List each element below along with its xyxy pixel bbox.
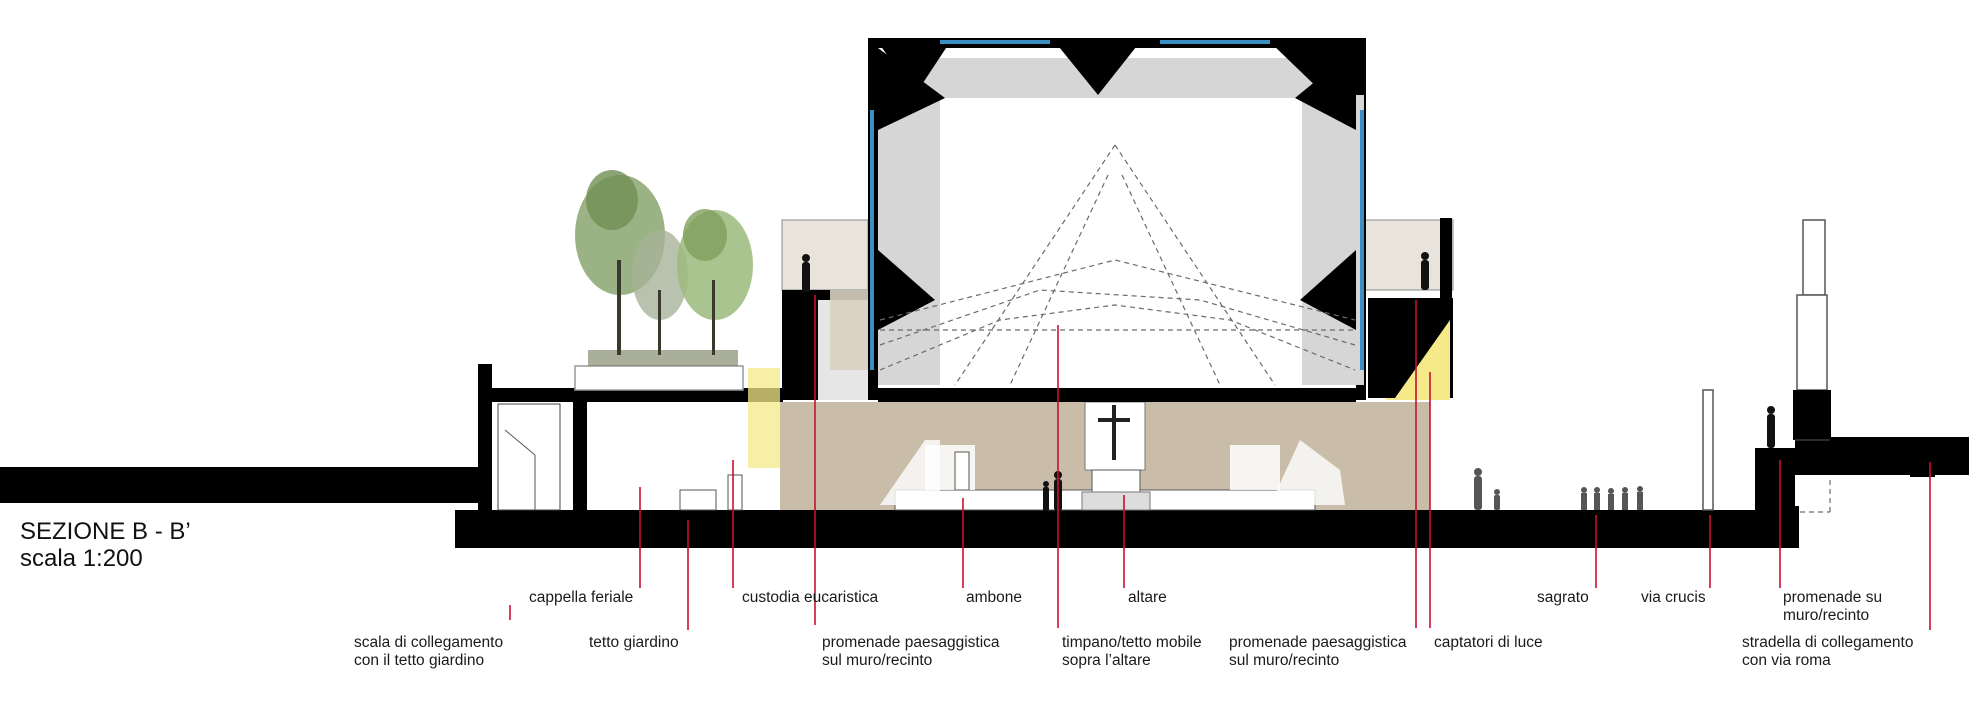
nave-interior	[780, 401, 1430, 511]
person-icon	[802, 254, 810, 292]
children-icon	[1581, 486, 1643, 510]
label-via-crucis: via crucis	[1641, 589, 1706, 606]
label-captatori: captatori di luce	[1434, 634, 1543, 651]
label-promenade-left-line2: sul muro/recinto	[822, 652, 932, 669]
label-sagrato: sagrato	[1537, 589, 1589, 606]
label-scala-line1: scala di collegamento	[354, 634, 503, 651]
label-promenade-right-line1: promenade paesaggistica	[1229, 634, 1407, 651]
left-gallery	[781, 219, 870, 400]
ground	[0, 437, 1969, 548]
tree-icon	[632, 230, 688, 355]
label-custodia: custodia eucaristica	[742, 589, 879, 606]
label-promenade-su-line2: muro/recinto	[1783, 607, 1869, 624]
tetto-giardino	[574, 170, 753, 391]
tower-frame	[868, 38, 1366, 402]
cross-icon	[1098, 405, 1130, 460]
person-icon	[1767, 406, 1775, 448]
section-scale: scala 1:200	[20, 545, 143, 572]
right-gallery	[1364, 218, 1454, 398]
label-scala-line2: con il tetto giardino	[354, 652, 484, 669]
section-title: SEZIONE B - B’	[20, 518, 191, 545]
label-altare: altare	[1128, 589, 1167, 606]
label-cappella-feriale: cappella feriale	[529, 589, 633, 606]
cappella-feriale-block	[478, 364, 783, 512]
label-promenade-left-line1: promenade paesaggistica	[822, 634, 1000, 651]
tree-icon	[677, 209, 753, 355]
label-timpano-line2: sopra l’altare	[1062, 652, 1151, 669]
person-icon	[1494, 489, 1500, 510]
label-promenade-right-line2: sul muro/recinto	[1229, 652, 1339, 669]
right-structures	[1755, 219, 1831, 513]
label-promenade-su-line1: promenade su	[1783, 589, 1882, 606]
label-ambone: ambone	[966, 589, 1022, 606]
via-crucis-post	[1702, 389, 1714, 511]
timpano-dashed	[879, 144, 1356, 386]
leader-lines	[509, 295, 1931, 630]
label-stradella-line1: stradella di collegamento	[1742, 634, 1913, 651]
person-icon	[1474, 468, 1482, 510]
person-icon	[1043, 481, 1049, 511]
person-icon	[1421, 252, 1429, 290]
people	[802, 252, 1775, 511]
label-timpano-line1: timpano/tetto mobile	[1062, 634, 1202, 651]
label-tetto-giardino: tetto giardino	[589, 634, 679, 651]
label-stradella-line2: con via roma	[1742, 652, 1831, 669]
